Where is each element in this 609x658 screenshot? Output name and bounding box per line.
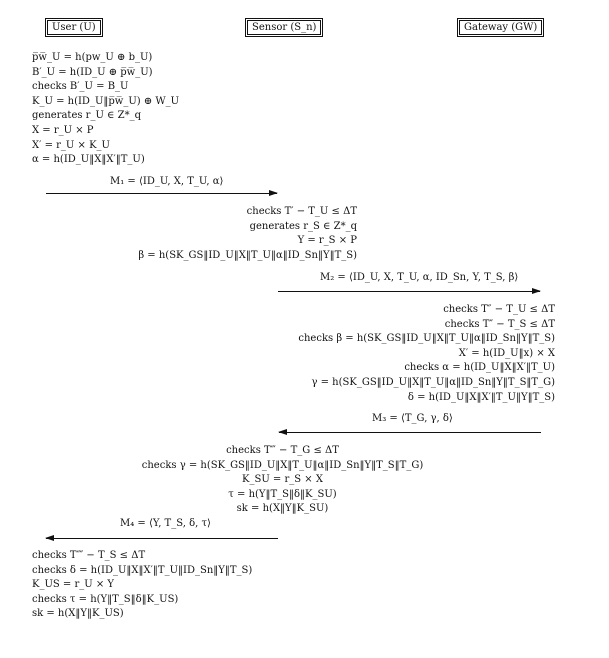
user-setup-line: p̅w̅_U = h(pw_U ⊕ b_U) [32, 52, 153, 63]
gateway-line: checks β = h(SK_GS‖ID_U‖X‖T_U‖α‖ID_Sn‖Y‖… [298, 333, 555, 345]
message-m4-label: M₄ = ⟨Y, T_S, δ, τ⟩ [120, 518, 211, 529]
sensor-party-box: Sensor (S_n) [244, 18, 324, 37]
user-setup-line: checks B′_U = B_U [32, 81, 129, 93]
sensor-step2-line: τ = h(Y‖T_S‖δ‖K_SU) [228, 488, 337, 500]
arrow-left-icon [278, 429, 287, 435]
sensor-step2-line: checks γ = h(SK_GS‖ID_U‖X‖T_U‖α‖ID_Sn‖Y‖… [141, 459, 424, 471]
message-m3-arrow [278, 429, 541, 435]
gateway-block: checks T″ − T_U ≤ ΔT checks T″ − T_S ≤ Δ… [298, 303, 555, 405]
user-final-line: checks T⁗ − T_S ≤ ΔT [32, 550, 146, 561]
arrow-right-icon [269, 190, 278, 196]
gateway-line: checks T″ − T_U ≤ ΔT [443, 304, 555, 315]
gateway-line: δ = h(ID_U‖X‖X′‖T_U‖Y‖T_S) [407, 391, 555, 403]
gateway-line: γ = h(SK_GS‖ID_U‖X‖T_U‖α‖ID_Sn‖Y‖T_S‖T_G… [311, 376, 555, 388]
user-final-line: sk = h(X‖Y‖K_US) [32, 608, 124, 620]
sensor-step1-line: β = h(SK_GS‖ID_U‖X‖T_U‖α‖ID_Sn‖Y‖T_S) [138, 249, 357, 261]
arrow-left-icon [45, 535, 54, 541]
sensor-step2-line: K_SU = r_S × X [242, 474, 323, 486]
sensor-step2-line: sk = h(X‖Y‖K_SU) [236, 503, 329, 515]
user-setup-line: B′_U = h(ID_U ⊕ p̅w̅_U) [32, 66, 153, 78]
arrow-right-icon [532, 288, 541, 294]
user-setup-line: X = r_U × P [32, 124, 94, 136]
user-setup-line: generates r_U ∈ Z*_q [32, 110, 141, 122]
sensor-step1-block: checks T′ − T_U ≤ ΔT generates r_S ∈ Z*_… [138, 205, 357, 263]
message-m4-arrow [45, 535, 278, 541]
sensor-step1-line: Y = r_S × P [297, 235, 357, 247]
sensor-step2-line: checks T‴ − T_G ≤ ΔT [226, 445, 339, 456]
user-party-box: User (U) [45, 18, 103, 37]
user-setup-line: K_U = h(ID_U‖p̅w̅_U) ⊕ W_U [32, 95, 180, 107]
message-m2-arrow [278, 288, 541, 294]
user-setup-line: X′ = r_U × K_U [32, 139, 110, 151]
message-m1-arrow [46, 190, 278, 196]
sensor-step2-block: checks T‴ − T_G ≤ ΔT checks γ = h(SK_GS‖… [120, 444, 445, 517]
sensor-step1-line: checks T′ − T_U ≤ ΔT [246, 206, 357, 217]
user-final-line: checks δ = h(ID_U‖X‖X′‖T_U‖ID_Sn‖Y‖T_S) [32, 564, 253, 576]
user-setup-block: p̅w̅_U = h(pw_U ⊕ b_U) B′_U = h(ID_U ⊕ p… [32, 51, 179, 168]
user-setup-line: α = h(ID_U‖X‖X′‖T_U) [32, 154, 145, 166]
message-m3-label: M₃ = ⟨T_G, γ, δ⟩ [372, 413, 453, 424]
user-final-line: K_US = r_U × Y [32, 579, 115, 591]
user-final-block: checks T⁗ − T_S ≤ ΔT checks δ = h(ID_U‖X… [32, 549, 252, 622]
gateway-line: X′ = h(ID_U‖x) × X [458, 347, 555, 359]
user-final-line: checks τ = h(Y‖T_S‖δ‖K_US) [32, 593, 179, 605]
message-m1-label: M₁ = ⟨ID_U, X, T_U, α⟩ [110, 176, 224, 187]
gateway-line: checks α = h(ID_U‖X‖X′‖T_U) [404, 362, 555, 374]
gateway-party-box: Gateway (GW) [456, 18, 545, 37]
message-m2-label: M₂ = ⟨ID_U, X, T_U, α, ID_Sn, Y, T_S, β⟩ [320, 272, 519, 283]
sensor-step1-line: generates r_S ∈ Z*_q [249, 220, 357, 232]
gateway-line: checks T″ − T_S ≤ ΔT [444, 318, 555, 330]
